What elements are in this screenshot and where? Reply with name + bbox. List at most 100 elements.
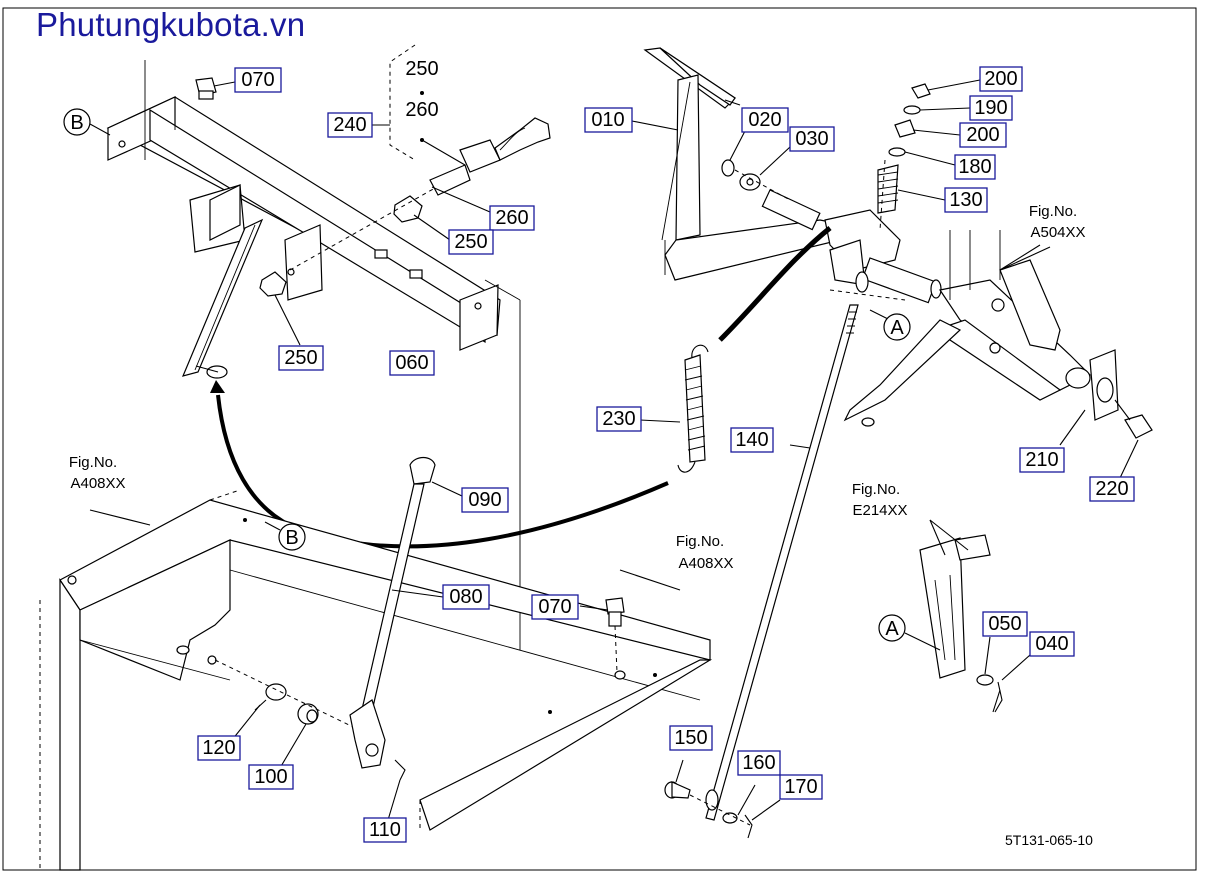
shaft-bracket bbox=[824, 209, 942, 321]
bracket-e214 bbox=[904, 519, 1031, 713]
part-label-070-lower[interactable]: 070 bbox=[531, 594, 579, 620]
svg-text:090: 090 bbox=[468, 489, 501, 511]
lever-080 bbox=[349, 456, 463, 821]
svg-text:110: 110 bbox=[369, 819, 401, 841]
cross-beam-060 bbox=[106, 60, 521, 650]
lower-frame bbox=[39, 489, 713, 871]
svg-text:040: 040 bbox=[1035, 633, 1068, 655]
svg-text:E214XX: E214XX bbox=[852, 502, 907, 519]
svg-text:190: 190 bbox=[974, 97, 1007, 119]
group-bracket-240: 250 260 bbox=[372, 44, 466, 166]
part-label-130[interactable]: 130 bbox=[944, 187, 988, 213]
part-label-240[interactable]: 240 bbox=[327, 112, 373, 138]
part-label-150[interactable]: 150 bbox=[669, 725, 713, 751]
spring-230 bbox=[639, 344, 709, 473]
svg-text:Fig.No.: Fig.No. bbox=[852, 481, 900, 498]
svg-text:140: 140 bbox=[735, 429, 768, 451]
part-label-120[interactable]: 120 bbox=[197, 735, 241, 761]
svg-text:220: 220 bbox=[1095, 478, 1128, 500]
fig-ref-e214: Fig.No. E214XX bbox=[852, 481, 908, 519]
bracket-210 bbox=[843, 230, 1119, 446]
part-label-040[interactable]: 040 bbox=[1029, 631, 1075, 657]
pedal-010 bbox=[643, 47, 846, 281]
part-label-180[interactable]: 180 bbox=[954, 154, 996, 180]
part-label-090[interactable]: 090 bbox=[461, 487, 509, 513]
svg-text:210: 210 bbox=[1025, 449, 1058, 471]
spring-130-stack bbox=[877, 79, 981, 231]
svg-text:170: 170 bbox=[784, 776, 817, 798]
svg-text:050: 050 bbox=[988, 613, 1021, 635]
part-label-250-lower[interactable]: 250 bbox=[278, 345, 324, 371]
svg-text:A: A bbox=[890, 317, 904, 339]
part-label-190[interactable]: 190 bbox=[969, 95, 1013, 121]
part-label-070[interactable]: 070 bbox=[234, 67, 282, 93]
part-label-210[interactable]: 210 bbox=[1019, 447, 1065, 473]
part-label-200-lower[interactable]: 200 bbox=[959, 122, 1007, 148]
svg-text:100: 100 bbox=[254, 766, 287, 788]
rod-140 bbox=[705, 304, 859, 821]
part-label-060[interactable]: 060 bbox=[389, 350, 435, 376]
bracket-top-label: 250 bbox=[405, 58, 438, 80]
part-label-030[interactable]: 030 bbox=[789, 126, 835, 152]
svg-text:030: 030 bbox=[795, 128, 828, 150]
svg-text:060: 060 bbox=[395, 352, 428, 374]
marker-a-lower: A bbox=[878, 614, 906, 642]
svg-text:250: 250 bbox=[454, 231, 487, 253]
part-label-050[interactable]: 050 bbox=[982, 611, 1028, 637]
svg-text:Fig.No.: Fig.No. bbox=[1029, 203, 1077, 220]
svg-text:A408XX: A408XX bbox=[678, 555, 733, 572]
svg-text:160: 160 bbox=[742, 752, 775, 774]
svg-text:B: B bbox=[285, 527, 298, 549]
svg-text:250: 250 bbox=[284, 347, 317, 369]
part-label-170[interactable]: 170 bbox=[779, 774, 823, 800]
part-label-020[interactable]: 020 bbox=[741, 107, 789, 133]
part-label-200-top[interactable]: 200 bbox=[979, 66, 1023, 92]
frame-border bbox=[2, 7, 1197, 871]
part-label-220[interactable]: 220 bbox=[1089, 476, 1135, 502]
svg-text:240: 240 bbox=[333, 114, 366, 136]
bolt-070-lower bbox=[605, 597, 625, 673]
svg-text:Fig.No.: Fig.No. bbox=[676, 533, 724, 550]
switch-260-assembly bbox=[259, 117, 551, 346]
part-label-160[interactable]: 160 bbox=[737, 750, 781, 776]
part-label-100[interactable]: 100 bbox=[248, 764, 294, 790]
marker-b-lower: B bbox=[278, 523, 306, 551]
part-label-110[interactable]: 110 bbox=[363, 817, 407, 843]
svg-text:200: 200 bbox=[984, 68, 1017, 90]
bolt-220 bbox=[1114, 399, 1153, 479]
svg-text:070: 070 bbox=[241, 69, 274, 91]
pin-150-set bbox=[664, 759, 781, 839]
part-label-140[interactable]: 140 bbox=[730, 427, 774, 453]
svg-text:A: A bbox=[885, 618, 899, 640]
brand-watermark: Phutungkubota.vn bbox=[36, 6, 306, 43]
svg-text:Fig.No.: Fig.No. bbox=[69, 454, 117, 471]
svg-text:230: 230 bbox=[602, 408, 635, 430]
bracket-mid-label: 260 bbox=[405, 99, 438, 121]
svg-text:260: 260 bbox=[495, 207, 528, 229]
svg-text:150: 150 bbox=[674, 727, 707, 749]
bolt-070-top bbox=[195, 77, 236, 100]
marker-b-top: B bbox=[63, 108, 91, 136]
svg-text:130: 130 bbox=[949, 189, 982, 211]
svg-text:010: 010 bbox=[591, 109, 624, 131]
fig-ref-a408-left: Fig.No. A408XX bbox=[69, 454, 126, 492]
svg-text:120: 120 bbox=[202, 737, 235, 759]
svg-text:A504XX: A504XX bbox=[1030, 224, 1085, 241]
fig-ref-a408-right: Fig.No. A408XX bbox=[676, 533, 734, 572]
svg-text:080: 080 bbox=[449, 586, 482, 608]
drawing-code: 5T131-065-10 bbox=[1005, 832, 1093, 848]
part-label-260[interactable]: 260 bbox=[489, 205, 535, 231]
marker-a-top: A bbox=[883, 313, 911, 341]
svg-text:180: 180 bbox=[958, 156, 991, 178]
svg-text:070: 070 bbox=[538, 596, 571, 618]
svg-text:B: B bbox=[70, 112, 83, 134]
svg-text:200: 200 bbox=[966, 124, 999, 146]
part-label-010[interactable]: 010 bbox=[584, 107, 633, 133]
part-label-080[interactable]: 080 bbox=[442, 584, 490, 610]
svg-text:A408XX: A408XX bbox=[70, 475, 125, 492]
part-label-230[interactable]: 230 bbox=[596, 406, 642, 432]
arrow-upper-right bbox=[718, 226, 832, 342]
part-label-250-top[interactable]: 250 bbox=[448, 229, 494, 255]
